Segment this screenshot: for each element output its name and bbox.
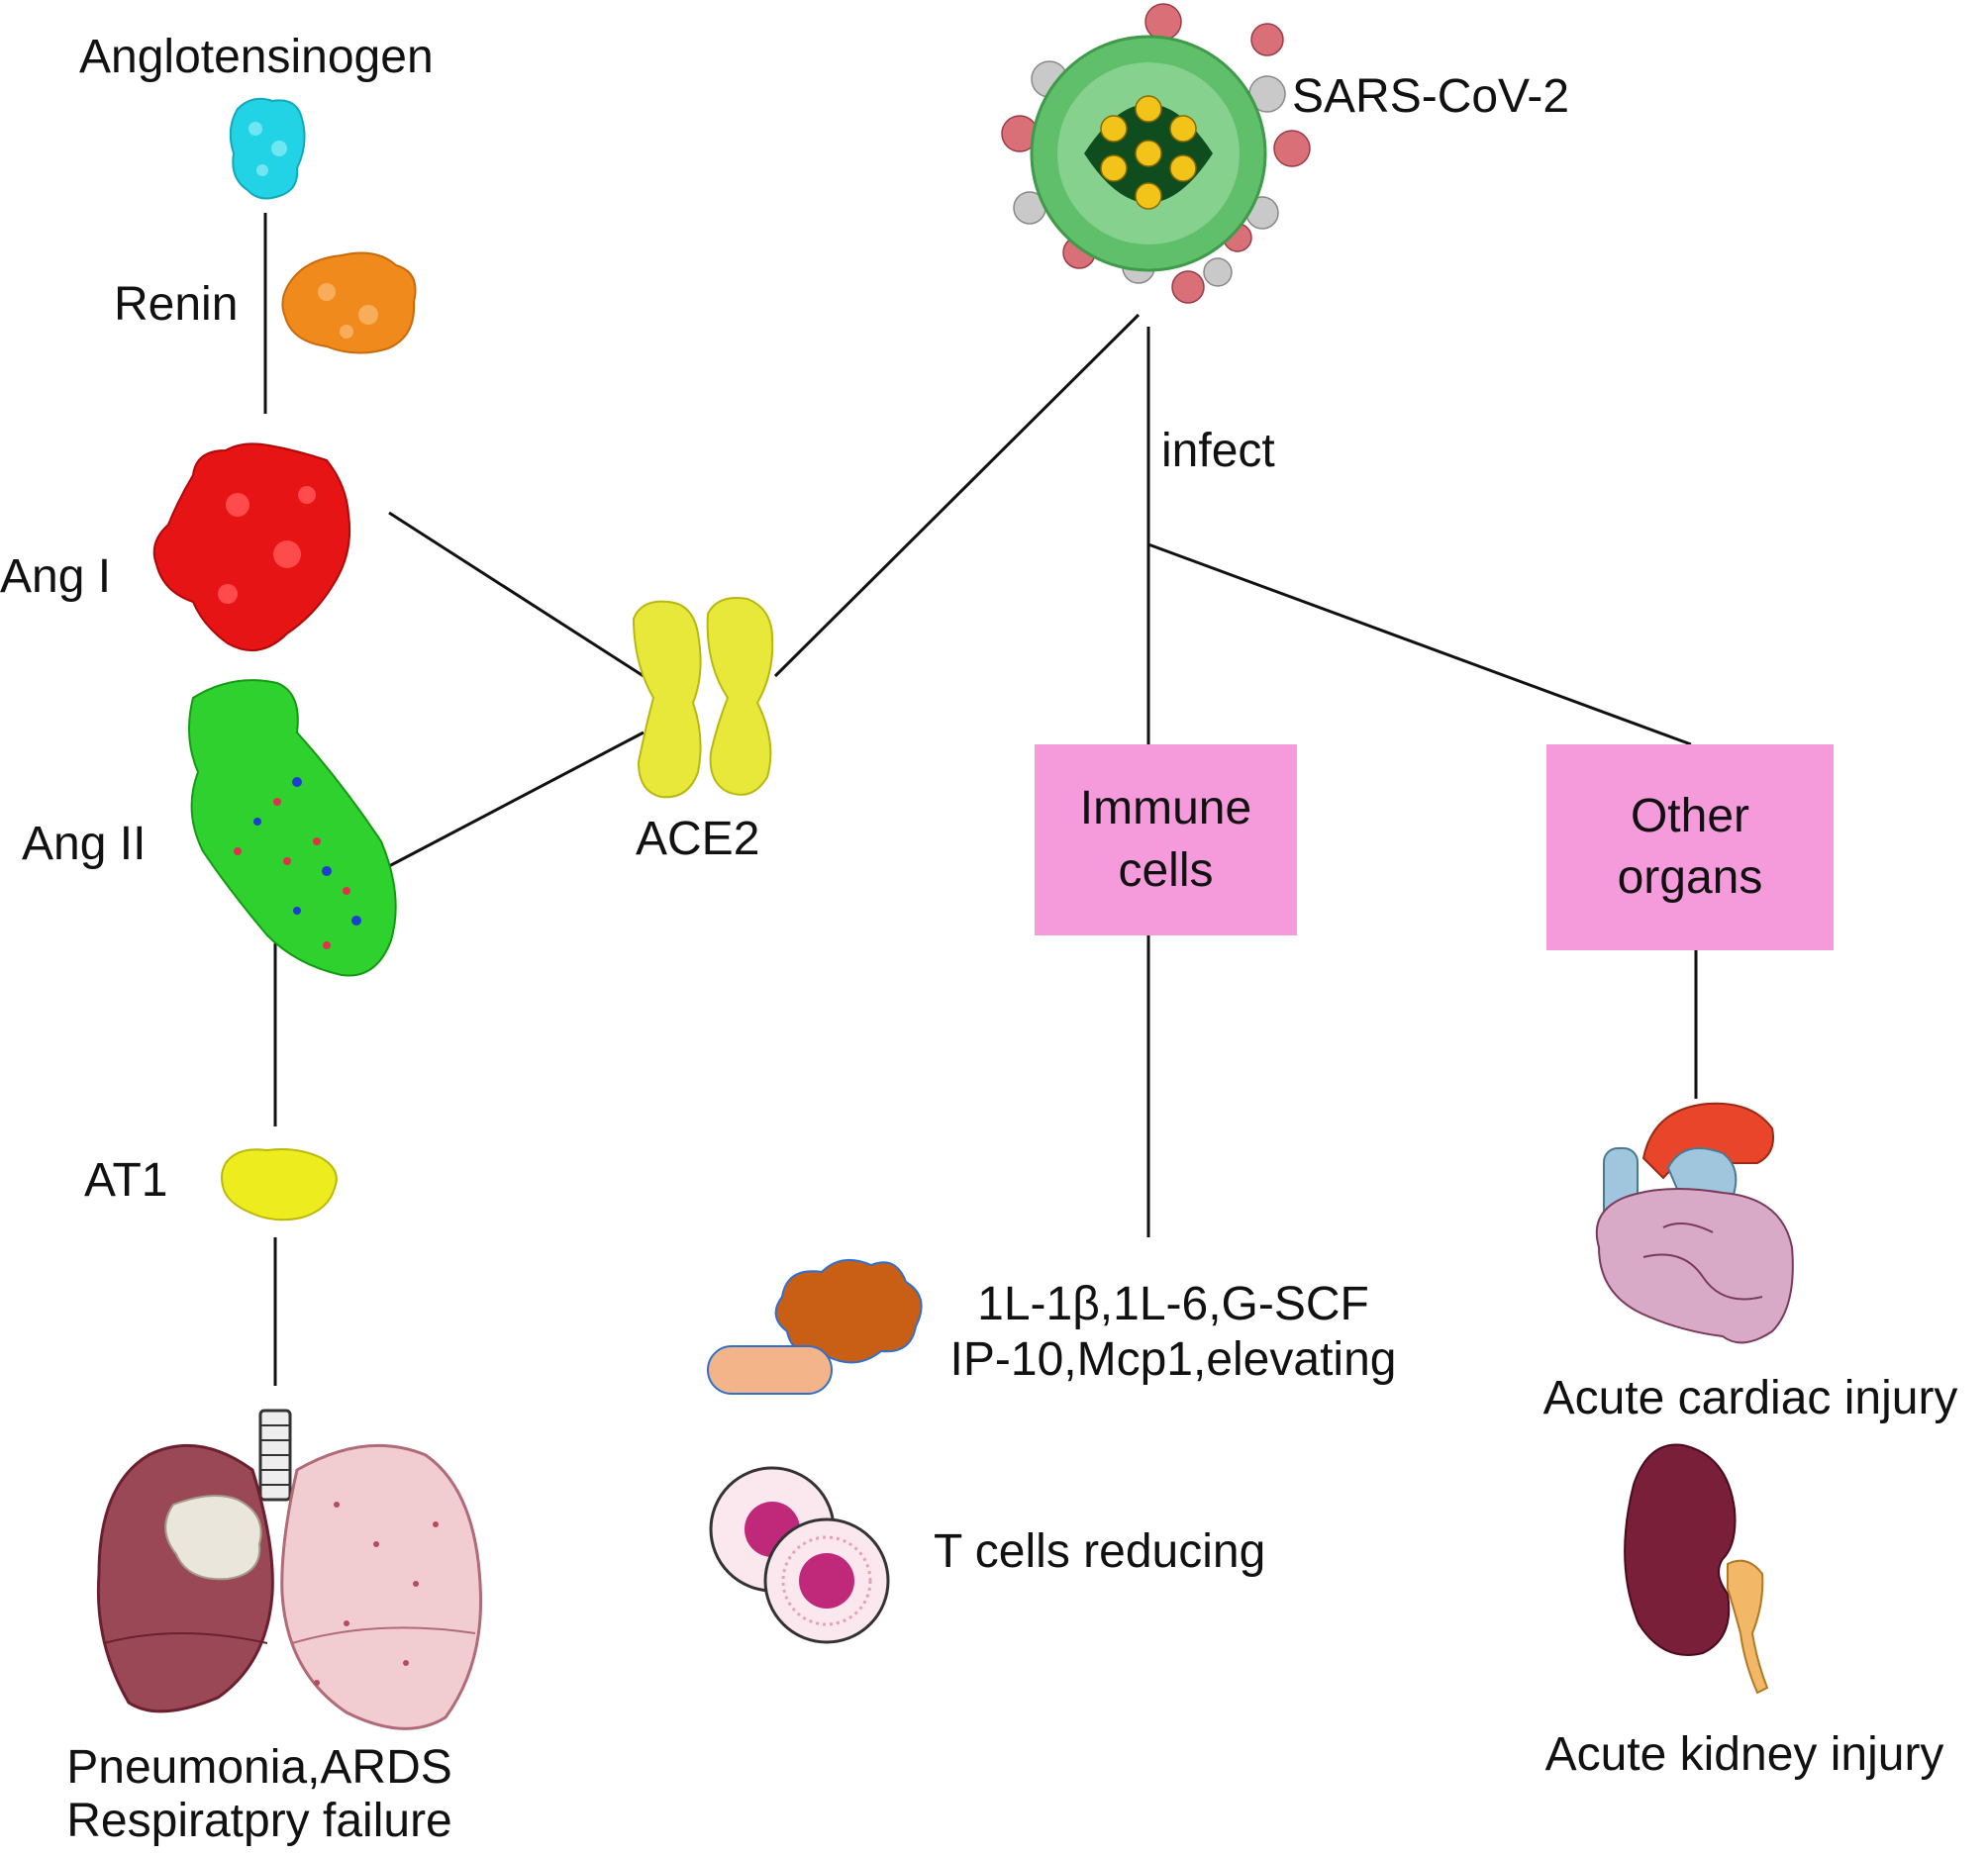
label-ang1: Ang I (0, 550, 112, 603)
label-ace2: ACE2 (636, 813, 760, 865)
label-kidney-injury: Acute kidney injury (1544, 1728, 1944, 1781)
cytokine-cell-icon (707, 1258, 923, 1395)
immune-cells-box: Immune cells (1035, 744, 1297, 935)
angiotensinogen-protein-icon (229, 97, 306, 200)
immune-cells-line2: cells (1118, 843, 1214, 897)
label-renin: Renin (114, 278, 239, 331)
label-t-cells: T cells reducing (934, 1525, 1266, 1578)
label-angiotensinogen: Anglotensinogen (79, 31, 434, 83)
other-organs-box: Other organs (1546, 744, 1834, 950)
other-organs-line2: organs (1617, 851, 1763, 904)
ang1-protein-icon (152, 442, 351, 651)
line-ace2-virus (773, 313, 1141, 678)
heart-icon (1595, 1102, 1794, 1344)
line-infect-organs (1147, 542, 1692, 746)
label-at1: AT1 (84, 1154, 168, 1207)
label-lungs-line2: Respiratpry failure (66, 1795, 452, 1847)
ace2-protein-icon (632, 597, 774, 799)
label-cytokines-line2: IP-10,Mcp1,elevating (949, 1333, 1397, 1386)
line-ang1-ace2 (388, 511, 645, 678)
ang2-protein-icon (188, 679, 397, 977)
label-ang2: Ang II (22, 818, 147, 870)
lungs-icon (96, 1409, 483, 1730)
label-cytokines-line1: 1L-1β,1L-6,G-SCF (977, 1278, 1369, 1330)
connector-lines (263, 213, 1698, 1386)
t-cells-icon (709, 1466, 890, 1644)
kidney-icon (1624, 1443, 1769, 1695)
renin-protein-icon (281, 251, 417, 354)
line-ang2-ace2 (388, 731, 645, 868)
at1-protein-icon (221, 1148, 338, 1221)
label-cardiac-injury: Acute cardiac injury (1542, 1372, 1958, 1424)
other-organs-line1: Other (1630, 789, 1750, 842)
sars-cov-2-virus-icon (1001, 3, 1311, 304)
label-lungs-line1: Pneumonia,ARDS (66, 1741, 452, 1794)
label-infect: infect (1161, 425, 1275, 477)
immune-cells-line1: Immune (1079, 782, 1252, 835)
label-virus: SARS-CoV-2 (1292, 70, 1570, 123)
